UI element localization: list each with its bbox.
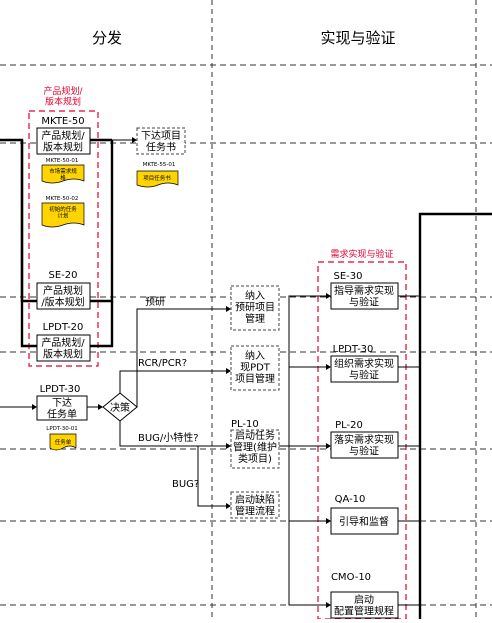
- document-icon: [49, 433, 77, 451]
- node-code-se20: SE-20: [49, 270, 78, 281]
- node-label-lpdt30b: 组织需求实现与验证: [334, 357, 394, 382]
- node-label-qa10: 引导和监督: [339, 515, 389, 528]
- connector: [119, 370, 226, 393]
- node-se20[interactable]: [36, 282, 91, 310]
- node-bugflow[interactable]: [230, 491, 280, 519]
- node-task-issue[interactable]: [136, 127, 186, 155]
- arrowhead: [32, 404, 37, 410]
- node-code-lpdt20: LPDT-20: [43, 322, 84, 333]
- group-title-right: 需求实现与验证: [330, 248, 393, 260]
- arrowhead: [226, 443, 231, 449]
- node-label-lpdt30: 下达任务单: [47, 397, 77, 421]
- node-label-pl20: 落实需求实现与验证: [334, 433, 394, 458]
- connector: [0, 138, 37, 303]
- node-label-bugflow: 启动缺陷管理流程: [235, 493, 275, 518]
- arrowhead: [226, 306, 231, 312]
- arrowhead: [326, 293, 331, 299]
- doc-code-lpdt30-01: LPDT-30-01: [46, 426, 77, 432]
- edge-label-rcr: RCR/PCR?: [138, 358, 187, 369]
- edge-label-research: 预研: [145, 296, 165, 308]
- doc-code-mkte50-01: MKTE-50-01: [46, 158, 79, 164]
- node-pdt[interactable]: [230, 345, 280, 391]
- node-code-cmo10: CMO-10: [331, 572, 371, 583]
- node-cmo10[interactable]: [330, 591, 399, 619]
- arrowhead: [226, 503, 231, 509]
- node-label-se30: 指导需求实现与验证: [334, 284, 394, 309]
- node-qa10[interactable]: [330, 507, 399, 535]
- node-code-lpdt30: LPDT-30: [40, 384, 81, 395]
- edge-label-bug: BUG?: [172, 479, 199, 490]
- node-mkte50[interactable]: [36, 127, 91, 155]
- connector: [20, 140, 37, 348]
- connector: [279, 295, 326, 447]
- node-label-pl10: 启动任务管理(维护类项目): [233, 429, 277, 465]
- node-code-mkte50: MKTE-50: [41, 116, 84, 127]
- node-lpdt20[interactable]: [36, 334, 91, 362]
- node-code-lpdt30b: LPDT-30: [333, 344, 374, 355]
- doc-code-mkte55-01: MKTE-55-01: [143, 162, 176, 168]
- node-pl10[interactable]: [230, 429, 280, 469]
- doc-label-lpdt30-01: 任务单: [55, 438, 72, 446]
- node-label-cmo10: 启动配置管理规程: [334, 593, 394, 618]
- node-label-mkte50: 产品规划/版本规划: [41, 129, 85, 154]
- document-icon: [136, 170, 179, 188]
- connector: [90, 301, 114, 348]
- node-pl20[interactable]: [330, 431, 399, 459]
- connector: [136, 308, 226, 407]
- node-code-pl20: PL-20: [335, 420, 363, 431]
- arrowhead: [326, 364, 331, 370]
- connector: [418, 212, 492, 619]
- doc-label-mkte50-01: 市场需求规格: [49, 167, 77, 181]
- node-label-lpdt20: 产品规划/版本规划: [41, 336, 85, 361]
- node-research[interactable]: [230, 285, 280, 331]
- arrowhead: [326, 602, 331, 608]
- node-label-decision: 决策: [110, 401, 130, 414]
- arrowhead: [226, 368, 231, 374]
- doc-label-mkte50-02: 初始的任务计划: [49, 205, 77, 219]
- document-icon: [41, 202, 85, 228]
- connector: [90, 140, 114, 303]
- node-se30[interactable]: [330, 282, 399, 310]
- node-code-qa10: QA-10: [335, 494, 366, 505]
- node-label-se20: 产品规划/版本规划: [41, 284, 84, 309]
- document-icon: [41, 164, 85, 184]
- node-label-task-issue: 下达项目任务书: [141, 130, 181, 154]
- arrowhead: [98, 404, 103, 410]
- arrowhead: [326, 518, 331, 524]
- connector: [197, 446, 226, 507]
- arrowhead: [326, 443, 331, 449]
- connector: [119, 421, 226, 447]
- group-product-planning: [28, 110, 99, 367]
- group-requirements: [317, 261, 407, 620]
- node-lpdt30b[interactable]: [330, 355, 399, 383]
- arrowhead: [132, 137, 137, 143]
- connector: [288, 446, 326, 522]
- node-label-research: 纳入预研项目管理: [235, 289, 275, 325]
- doc-code-mkte50-02: MKTE-50-02: [46, 196, 79, 202]
- node-code-se30: SE-30: [334, 271, 363, 282]
- edge-label-bug-small: BUG/小特性?: [138, 431, 199, 444]
- node-lpdt30[interactable]: [36, 395, 88, 421]
- node-code-pl10: PL-10: [231, 419, 259, 430]
- doc-label-mkte55-01: 项目任务书: [143, 174, 171, 182]
- column-header-distribute: 分发: [92, 29, 122, 47]
- group-title-left: 产品规划/版本规划: [43, 85, 83, 107]
- column-header-implement: 实现与验证: [320, 29, 395, 47]
- connector: [288, 521, 326, 606]
